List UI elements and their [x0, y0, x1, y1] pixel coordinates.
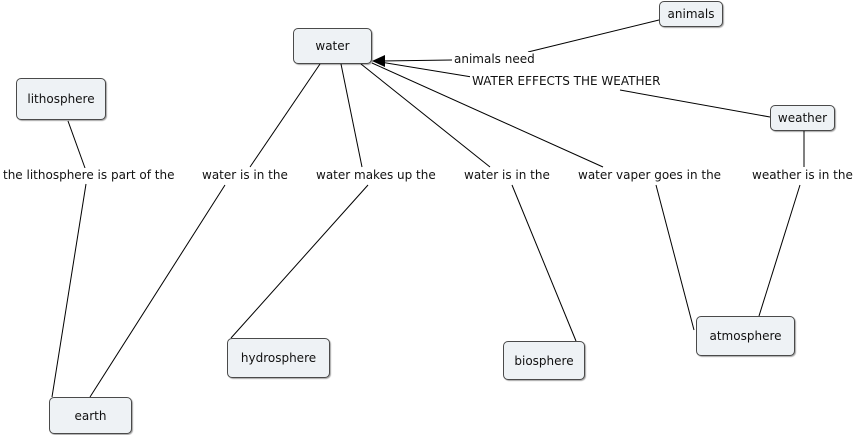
concept-weather[interactable]: weather: [770, 105, 835, 131]
concept-earth-label: earth: [74, 408, 107, 423]
line-label-to-earth-2: [89, 184, 226, 398]
line-water-to-label-hydro: [340, 63, 363, 168]
line-label-to-biosphere: [511, 184, 577, 342]
link-label-animals-need: animals need: [452, 52, 537, 67]
concept-water[interactable]: water: [293, 28, 372, 64]
concept-hydrosphere-label: hydrosphere: [240, 351, 317, 365]
line-label-to-atmosphere-2: [758, 184, 801, 317]
line-lithosphere-to-label: [67, 120, 86, 169]
concept-animals[interactable]: animals: [659, 1, 723, 27]
link-label-water-vaper: water vaper goes in the: [576, 168, 724, 183]
link-label-lithosphere-part-of: the lithosphere is part of the: [1, 168, 177, 183]
line-label-to-earth: [51, 183, 87, 398]
concept-biosphere[interactable]: biosphere: [503, 341, 585, 380]
concept-lithosphere[interactable]: lithosphere: [16, 78, 106, 120]
line-label2-to-water: [379, 61, 479, 79]
line-label-to-atmosphere: [655, 184, 695, 331]
concept-lithosphere-label: lithosphere: [27, 92, 95, 106]
line-water-to-label-atmo: [371, 62, 604, 168]
link-label-weather-in: weather is in the: [750, 168, 855, 183]
link-label-water-effects-weather: WATER EFFECTS THE WEATHER: [470, 74, 663, 89]
concept-biosphere-label: biosphere: [514, 353, 574, 368]
line-water-to-label-bio: [360, 63, 491, 168]
line-label-to-water: [379, 59, 453, 62]
concept-weather-label: weather: [777, 111, 828, 125]
concept-animals-label: animals: [667, 7, 715, 21]
concept-atmosphere-label: atmosphere: [709, 329, 782, 343]
line-animals-to-label: [527, 19, 660, 53]
link-label-water-makes-up: water makes up the: [314, 168, 438, 183]
concept-earth[interactable]: earth: [49, 397, 132, 434]
line-water-to-label-earth: [249, 63, 321, 168]
concept-water-label: water: [315, 39, 350, 53]
concept-atmosphere[interactable]: atmosphere: [696, 316, 795, 356]
line-label-to-hydrosphere: [230, 184, 369, 339]
link-label-water-in-biosphere: water is in the: [462, 168, 552, 183]
concept-hydrosphere[interactable]: hydrosphere: [227, 338, 330, 378]
arrowhead-icon: [372, 55, 385, 67]
link-label-water-in-earth: water is in the: [200, 168, 290, 183]
line-weather-to-label: [619, 89, 771, 118]
